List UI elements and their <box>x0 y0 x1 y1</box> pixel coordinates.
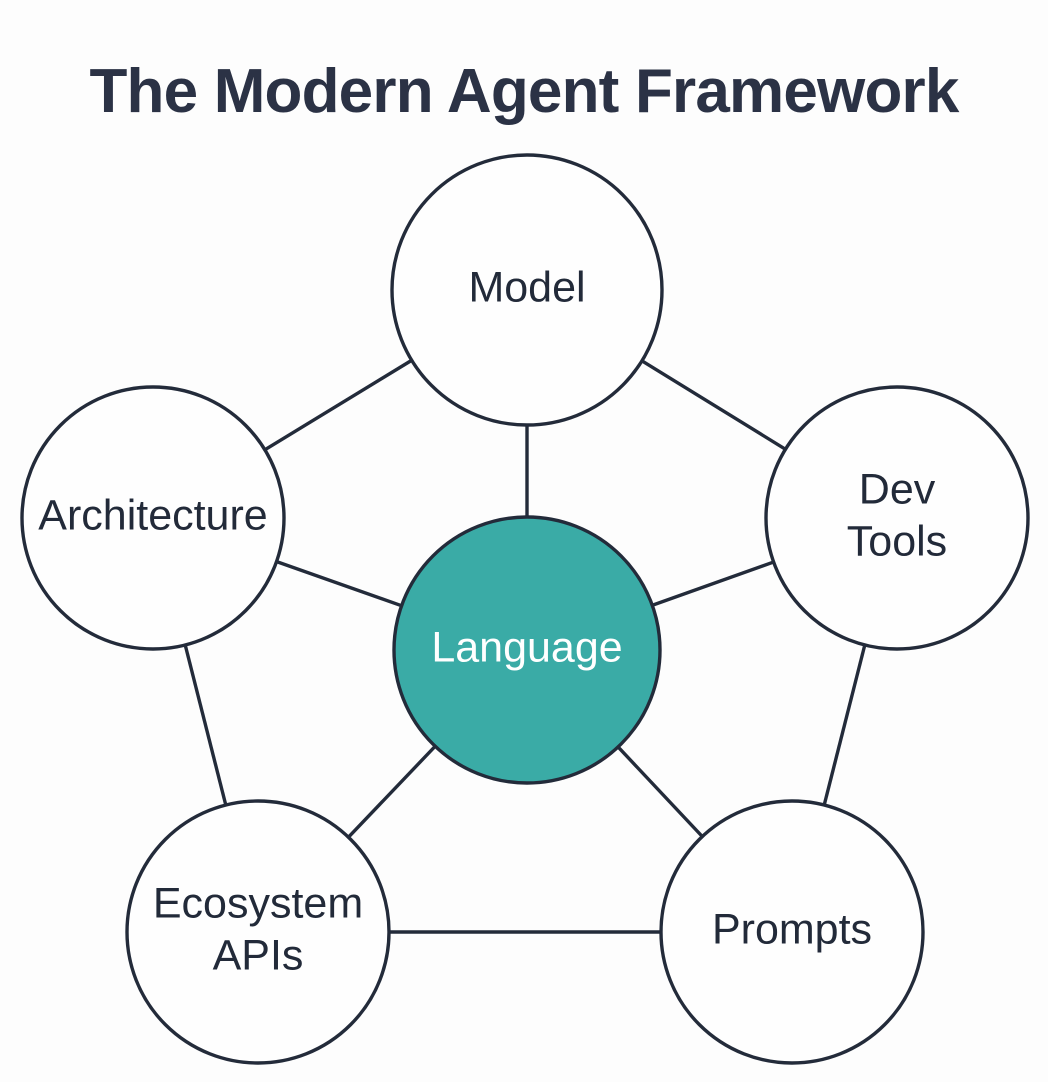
node-ecosystem-apis-circle[interactable] <box>125 799 391 1065</box>
node-prompts[interactable]: Prompts <box>659 799 925 1065</box>
page-title: The Modern Agent Framework <box>89 56 959 126</box>
node-language[interactable]: Language <box>392 515 662 785</box>
node-ecosystem-apis-label: APIs <box>213 931 304 979</box>
node-model-circle[interactable] <box>390 153 664 427</box>
node-prompts-label: Prompts <box>712 905 872 953</box>
spoke-language-architecture <box>275 559 404 608</box>
node-dev-tools-label: Dev <box>859 465 936 513</box>
node-architecture-circle[interactable] <box>20 385 286 651</box>
edges-layer <box>183 358 867 934</box>
node-ecosystem-apis-label: Ecosystem <box>153 879 363 927</box>
node-language-circle[interactable] <box>392 515 662 785</box>
node-model[interactable]: Model <box>390 153 664 427</box>
node-architecture[interactable]: Architecture <box>20 385 286 651</box>
node-model-label: Model <box>468 263 585 311</box>
edge-dev-tools-prompts <box>822 643 867 807</box>
node-prompts-circle[interactable] <box>659 799 925 1065</box>
edge-model-architecture <box>263 358 414 452</box>
node-architecture-label: Architecture <box>38 491 267 539</box>
spoke-language-dev-tools <box>650 560 776 608</box>
edge-ecosystem-apis-architecture <box>183 643 228 807</box>
spoke-language-prompts <box>616 745 705 839</box>
spoke-language-ecosystem-apis <box>346 744 438 840</box>
node-dev-tools-label: Tools <box>847 517 947 565</box>
node-dev-tools-circle[interactable] <box>764 385 1030 651</box>
edge-model-dev-tools <box>640 358 788 452</box>
node-language-label: Language <box>431 623 622 671</box>
